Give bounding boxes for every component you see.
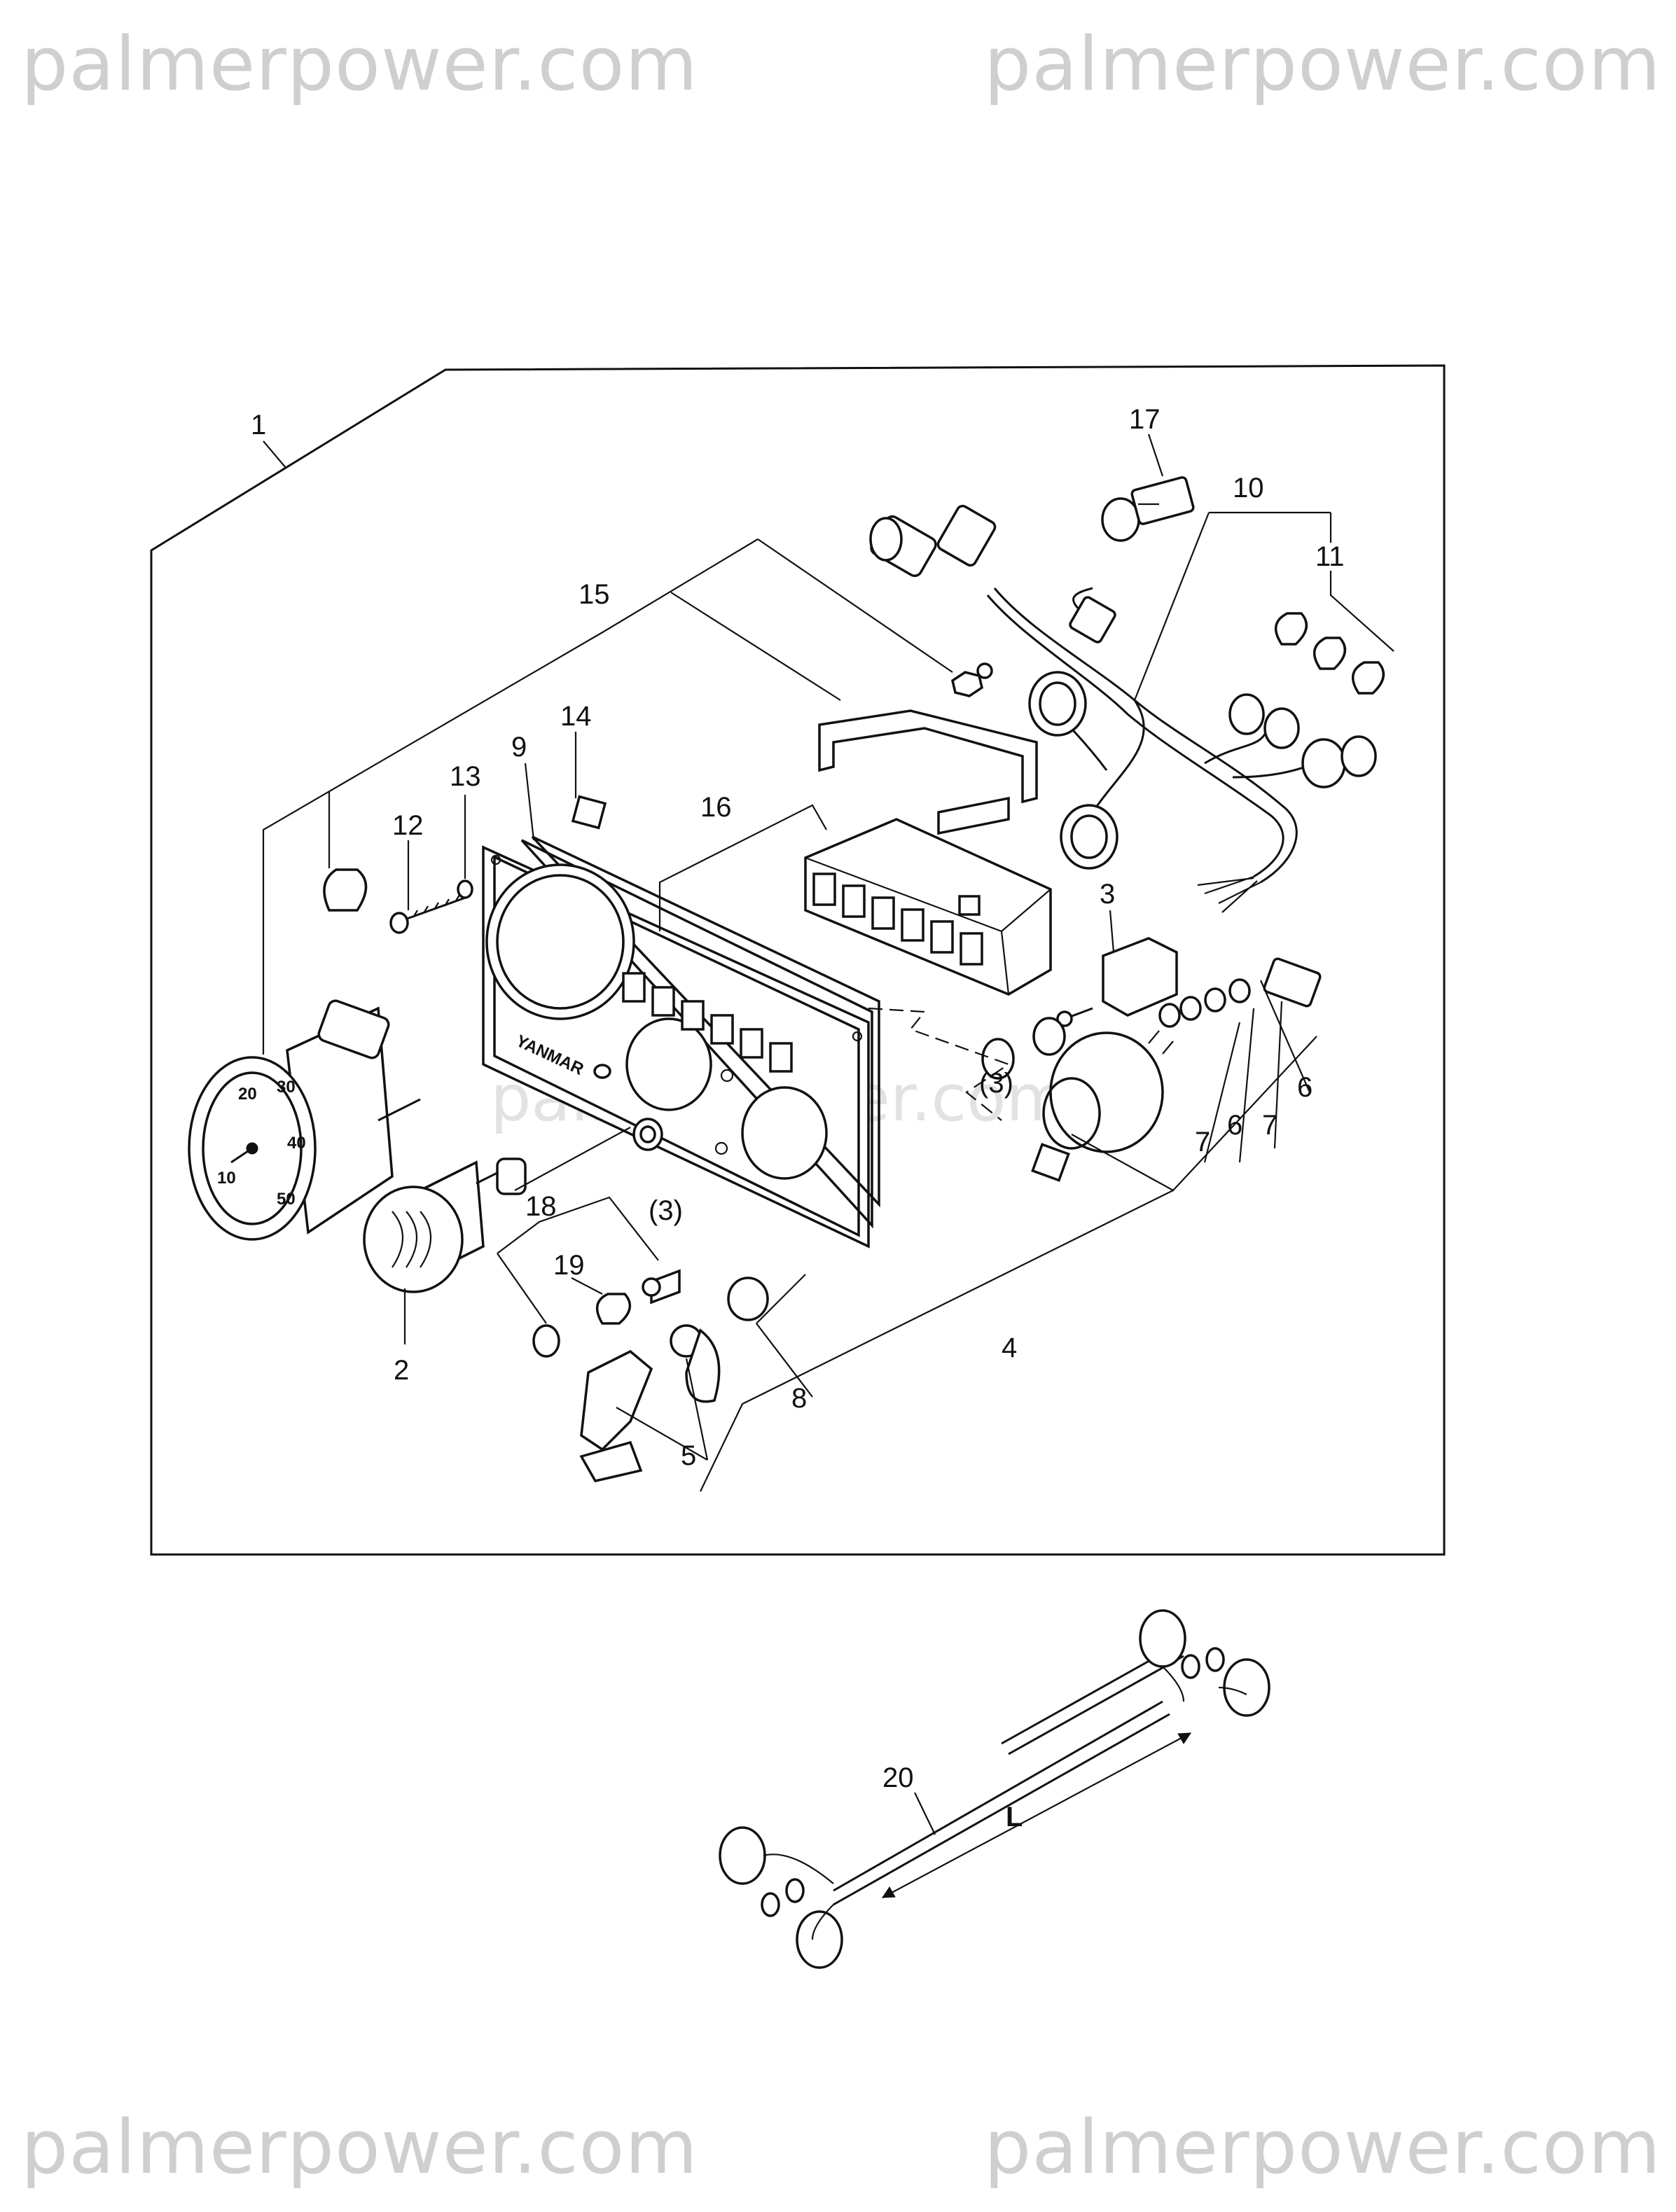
leader-17 bbox=[1147, 433, 1164, 477]
leader-15 bbox=[757, 538, 953, 673]
leader-5b bbox=[685, 1358, 709, 1461]
callout-4: 4 bbox=[1002, 1333, 1017, 1363]
start-switch-part bbox=[1031, 1030, 1174, 1182]
leader-67 bbox=[1203, 1022, 1241, 1163]
nut-3-part bbox=[632, 1118, 663, 1151]
lamp-socket-part bbox=[532, 1269, 681, 1358]
gauge-tick-3: 30 bbox=[277, 1078, 296, 1097]
toggle-switch-part bbox=[1056, 937, 1178, 1027]
callout-7-b: 7 bbox=[1262, 1110, 1277, 1141]
leader-5 bbox=[616, 1407, 708, 1461]
callout-8: 8 bbox=[791, 1383, 807, 1414]
bulb-socket-part bbox=[1101, 476, 1195, 542]
callout-15: 15 bbox=[579, 579, 610, 610]
instrument-panel: YANMAR bbox=[482, 835, 880, 1248]
leader-16 bbox=[658, 804, 827, 931]
callout-18: 18 bbox=[525, 1191, 557, 1222]
callout-5: 5 bbox=[681, 1440, 696, 1471]
gauge-tick-2: 20 bbox=[238, 1085, 257, 1104]
callout-13: 13 bbox=[450, 761, 481, 792]
callout-6-b: 6 bbox=[1297, 1072, 1313, 1103]
leader-9 bbox=[524, 763, 535, 841]
dashed-3 bbox=[868, 1007, 1011, 1121]
clip-part bbox=[571, 795, 607, 830]
callout-20: 20 bbox=[882, 1762, 914, 1793]
extension-harness bbox=[719, 1609, 1270, 1969]
watermark-bottom-left: palmerpower.com bbox=[21, 2104, 698, 2190]
callout-3-a: (3) bbox=[979, 1068, 1013, 1099]
washers-part bbox=[981, 978, 1251, 1080]
leader-15c bbox=[262, 631, 604, 1055]
leader-15b bbox=[603, 538, 759, 632]
connector-parts bbox=[869, 504, 1377, 870]
leader-18b bbox=[497, 1253, 547, 1324]
leader-11 bbox=[1329, 571, 1394, 652]
leader-8b bbox=[756, 1274, 806, 1324]
callout-17: 17 bbox=[1129, 404, 1161, 435]
callout-7-a: 7 bbox=[1195, 1127, 1210, 1157]
callout-16: 16 bbox=[700, 792, 732, 823]
screw-part bbox=[389, 894, 470, 934]
watermark-top-left: palmerpower.com bbox=[21, 21, 698, 107]
leader-2b bbox=[514, 1127, 631, 1191]
leader-4b bbox=[700, 1190, 1174, 1492]
leader-8 bbox=[756, 1323, 813, 1398]
leader-1 bbox=[151, 440, 287, 551]
callout-2: 2 bbox=[394, 1355, 409, 1386]
washer-part bbox=[457, 879, 473, 899]
nut-part bbox=[951, 662, 993, 697]
callout-1: 1 bbox=[251, 410, 266, 440]
watermark-top-right: palmerpower.com bbox=[984, 21, 1661, 107]
gauge-tick-5: 50 bbox=[277, 1190, 296, 1209]
callout-9: 9 bbox=[511, 732, 527, 763]
gauge-tick-4: 40 bbox=[287, 1134, 306, 1153]
callout-3-b: (3) bbox=[649, 1195, 683, 1226]
watermark-bottom-right: palmerpower.com bbox=[984, 2104, 1661, 2190]
dimension-label-L: L bbox=[1006, 1802, 1023, 1832]
bulb-part bbox=[323, 868, 368, 912]
callout-14: 14 bbox=[560, 701, 592, 732]
leader-67b bbox=[1238, 1008, 1255, 1163]
connector-plug-part bbox=[1263, 957, 1322, 1008]
bracket-part bbox=[818, 709, 1038, 835]
bulbs-part bbox=[1275, 612, 1385, 695]
gauge-tick-1: 10 bbox=[217, 1169, 236, 1188]
callout-6-a: 6 bbox=[1227, 1110, 1242, 1141]
callout-10: 10 bbox=[1233, 473, 1264, 503]
tachometer-gauge: 10 20 30 40 50 bbox=[188, 999, 421, 1241]
warning-lamp-unit bbox=[804, 818, 1052, 996]
key-part bbox=[579, 1277, 769, 1482]
callout-3: 3 bbox=[1100, 879, 1115, 910]
callout-11: 11 bbox=[1315, 541, 1345, 572]
buzzer-part bbox=[363, 1157, 527, 1293]
leader-10b bbox=[1133, 512, 1210, 701]
leader-15d bbox=[670, 592, 841, 701]
leader-3 bbox=[1109, 910, 1115, 953]
leader-67d bbox=[1259, 980, 1311, 1093]
callout-19: 19 bbox=[553, 1250, 585, 1281]
leader-20 bbox=[914, 1792, 936, 1835]
callout-12: 12 bbox=[392, 810, 424, 841]
leader-18 bbox=[497, 1196, 659, 1261]
leader-19 bbox=[571, 1277, 603, 1295]
